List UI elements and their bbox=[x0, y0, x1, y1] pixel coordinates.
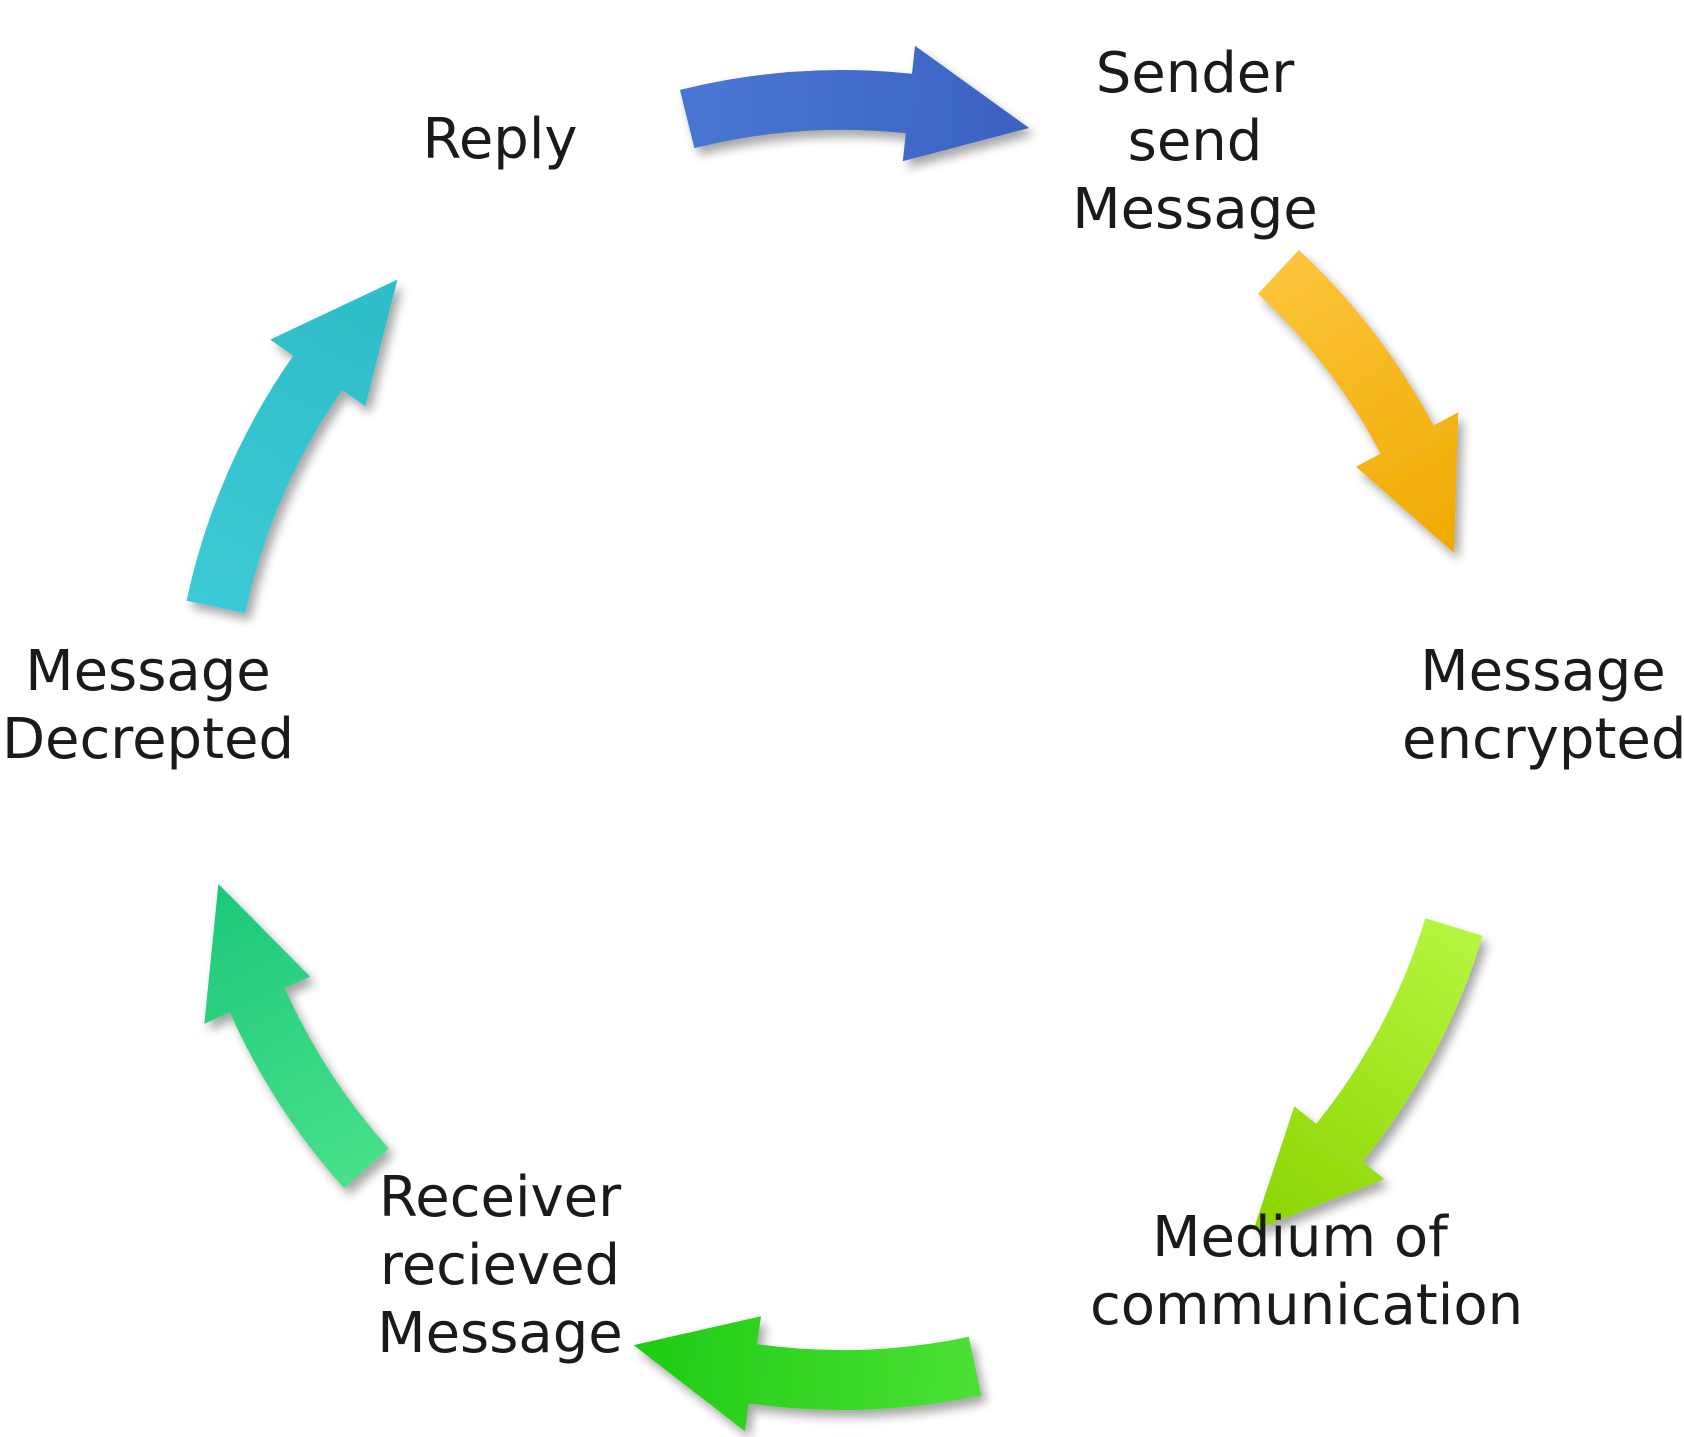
node-medium-line-1: Medium of bbox=[1152, 1205, 1448, 1270]
node-reply: Reply bbox=[400, 106, 600, 174]
node-medium-of-communication: Medium of communication bbox=[1090, 1204, 1524, 1340]
node-receiver-line-2: recieved bbox=[379, 1233, 621, 1298]
node-message-decrepted: Message Decrepted bbox=[0, 638, 296, 774]
node-sender-send-message: Sender send Message bbox=[1060, 40, 1330, 244]
node-message-encrypted: Message encrypted bbox=[1402, 638, 1684, 774]
arrow-receiver-to-decrypted bbox=[204, 884, 389, 1189]
node-sender-line-2: send bbox=[1127, 109, 1263, 174]
arrow-decrypted-to-reply bbox=[186, 279, 398, 614]
node-reply-line-1: Reply bbox=[422, 107, 578, 172]
node-sender-line-3: Message bbox=[1072, 177, 1318, 242]
arrow-reply-to-sender bbox=[679, 45, 1030, 162]
arrow-sender-to-encrypted bbox=[1258, 250, 1459, 553]
arrow-encrypted-to-medium bbox=[1253, 918, 1483, 1231]
arrow-medium-to-receiver bbox=[633, 1316, 982, 1432]
node-decrypted-line-2: Decrepted bbox=[1, 707, 295, 772]
node-sender-line-1: Sender bbox=[1095, 41, 1295, 106]
node-receiver-recieved-message: Receiver recieved Message bbox=[370, 1164, 630, 1368]
node-medium-line-2: communication bbox=[1090, 1273, 1524, 1338]
node-receiver-line-3: Message bbox=[377, 1301, 623, 1366]
node-encrypted-line-1: Message bbox=[1420, 639, 1666, 704]
node-receiver-line-1: Receiver bbox=[378, 1165, 622, 1230]
node-decrypted-line-1: Message bbox=[25, 639, 271, 704]
node-encrypted-line-2: encrypted bbox=[1402, 707, 1684, 772]
